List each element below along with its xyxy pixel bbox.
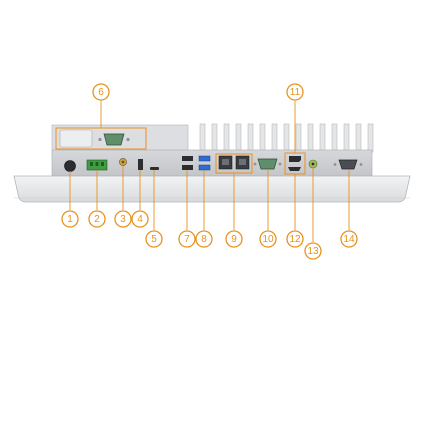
- callout-9: 9: [225, 230, 243, 248]
- svg-text:6: 6: [98, 87, 104, 98]
- svg-text:8: 8: [201, 234, 207, 245]
- displayport: [289, 156, 301, 162]
- audio-jack: [308, 159, 318, 169]
- usb-3-ports: [198, 155, 211, 171]
- svg-text:11: 11: [290, 87, 301, 98]
- svg-text:3: 3: [120, 214, 126, 225]
- callout-2: 2: [88, 210, 106, 228]
- callout-11: 11: [286, 83, 304, 101]
- usb-2-ports: [182, 156, 193, 170]
- callout-14: 14: [340, 230, 358, 248]
- callout-3: 3: [114, 210, 132, 228]
- callout-7: 7: [178, 230, 196, 248]
- dc-in-terminal-block: [86, 159, 108, 171]
- vga-port: [333, 159, 363, 170]
- svg-text:9: 9: [231, 234, 237, 245]
- svg-text:7: 7: [184, 234, 190, 245]
- antenna-connector: [119, 158, 127, 166]
- hdmi-port: [288, 167, 301, 171]
- callout-13: 13: [304, 242, 322, 260]
- small-port: [150, 167, 159, 170]
- svg-text:4: 4: [137, 214, 143, 225]
- expansion-bracket: [59, 129, 130, 148]
- svg-text:2: 2: [94, 214, 100, 225]
- svg-text:5: 5: [151, 234, 157, 245]
- svg-text:1: 1: [67, 214, 73, 225]
- callout-5: 5: [145, 230, 163, 248]
- svg-text:13: 13: [307, 246, 319, 257]
- micro-sd-slot: [138, 159, 143, 170]
- callout-10: 10: [259, 230, 277, 248]
- callout-12: 12: [286, 230, 304, 248]
- lan-ports: [215, 153, 253, 174]
- svg-text:12: 12: [289, 234, 301, 245]
- heatsink-fins: [199, 123, 374, 153]
- callout-1: 1: [61, 210, 79, 228]
- com-port: [253, 158, 282, 170]
- callout-6: 6: [92, 83, 110, 101]
- svg-text:14: 14: [343, 234, 355, 245]
- leader-lines: [69, 101, 350, 242]
- power-button[interactable]: [64, 160, 76, 172]
- svg-text:10: 10: [262, 234, 274, 245]
- callout-4: 4: [131, 210, 149, 228]
- front-bezel: [13, 175, 411, 203]
- callout-8: 8: [195, 230, 213, 248]
